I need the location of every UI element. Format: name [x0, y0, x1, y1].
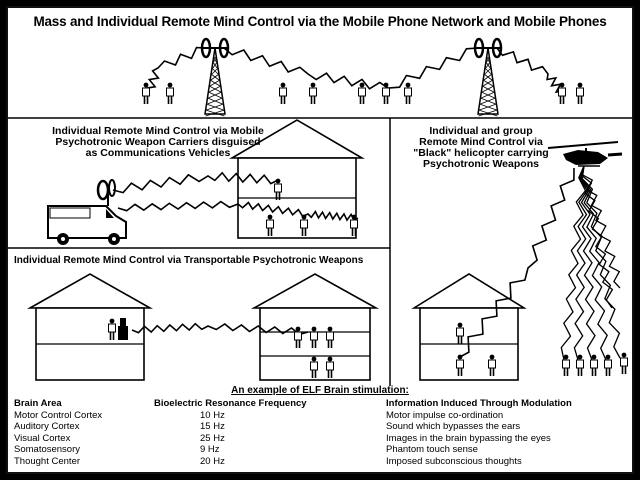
signal-wave: [117, 200, 359, 222]
information-cell: Phantom touch sense: [386, 444, 478, 456]
information-cell: Images in the brain bypassing the eyes: [386, 432, 551, 444]
person-figure: [382, 82, 390, 104]
person-figure: [604, 354, 612, 376]
person-figure: [576, 354, 584, 376]
transportable-caption: Individual Remote Mind Control via Trans…: [14, 255, 364, 266]
signal-wave: [496, 47, 566, 97]
signal-wave: [573, 165, 588, 361]
van: [47, 179, 127, 245]
person-figure: [404, 82, 412, 104]
page-title: Mass and Individual Remote Mind Control …: [33, 14, 607, 29]
helicopter-caption-line: "Black" helicopter carrying: [413, 147, 549, 160]
signal-wave: [579, 165, 596, 361]
person-figure: [294, 326, 302, 348]
frequency-cell: 15 Hz: [200, 421, 225, 433]
frequency-column: Bioelectric Resonance Frequency 10 Hz 15…: [154, 398, 307, 468]
frequency-cell: 9 Hz: [200, 444, 220, 456]
signal-wave: [581, 165, 621, 289]
person-figure: [142, 82, 150, 104]
person-figure: [456, 322, 464, 344]
person-figure: [326, 356, 334, 378]
brain-area-cell: Somatosensory: [14, 444, 81, 456]
brain-area-header: Brain Area: [14, 398, 62, 409]
person-figure: [562, 354, 570, 376]
panel-dividers: [8, 117, 632, 386]
brain-area-column: Brain Area Motor Control Cortex Auditory…: [14, 398, 102, 468]
helicopter-caption-line: Remote Mind Control via: [419, 136, 543, 149]
signal-wave: [223, 47, 479, 90]
frequency-header: Bioelectric Resonance Frequency: [154, 398, 307, 409]
person-figure: [358, 82, 366, 104]
house-icon: [26, 273, 154, 381]
person-figure: [300, 214, 308, 236]
helicopter-caption-line: Individual and group: [429, 125, 533, 137]
brain-area-cell: Auditory Cortex: [14, 421, 80, 433]
vehicle-caption: Individual Remote Mind Control via Mobil…: [18, 125, 298, 160]
house-icon: [411, 273, 527, 381]
helicopter-icon: [547, 141, 623, 167]
information-cell: Motor impulse co-ordination: [386, 409, 504, 421]
information-cell: Sound which bypasses the ears: [386, 421, 521, 433]
frequency-cell: 10 Hz: [200, 409, 225, 421]
person-figure: [590, 354, 598, 376]
information-cell: Imposed subconscious thoughts: [386, 455, 522, 467]
person-figure: [309, 82, 317, 104]
van-dish-icon: [96, 179, 110, 201]
signal-wave: [112, 171, 279, 194]
person-figure: [456, 354, 464, 376]
vehicle-caption-line: Psychotronic Weapon Carriers disguised: [55, 136, 261, 149]
person-figure: [274, 178, 282, 200]
tower-group: [200, 37, 503, 117]
information-column: Information Induced Through Modulation M…: [386, 398, 572, 468]
house-icon: [250, 273, 380, 381]
person-figure: [266, 214, 274, 236]
person-figure: [620, 352, 628, 374]
person-figure: [488, 354, 496, 376]
person-figure: [279, 82, 287, 104]
brain-area-cell: Visual Cortex: [14, 432, 71, 444]
person-figure: [576, 82, 584, 104]
house-group: [26, 119, 527, 381]
brain-area-cell: Thought Center: [14, 455, 81, 467]
helicopter-caption-line: Psychotronic Weapons: [423, 158, 539, 171]
signal-wave: [581, 165, 621, 359]
signal-wave: [131, 322, 309, 336]
person-figure: [108, 318, 116, 340]
person-figure: [166, 82, 174, 104]
antenna-tower-icon: [473, 37, 503, 117]
person-figure: [310, 326, 318, 348]
transmitter-box: [118, 318, 128, 340]
person-figure: [310, 356, 318, 378]
signal-wave: [560, 165, 587, 361]
vehicle-caption-line: Individual Remote Mind Control via Mobil…: [52, 125, 264, 137]
signal-wave: [144, 46, 207, 95]
signal-wave-group: [112, 46, 621, 361]
person-figure: [326, 326, 334, 348]
person-group: [108, 82, 628, 378]
frequency-cell: 25 Hz: [200, 432, 225, 444]
helicopter-caption: Individual and group Remote Mind Control…: [396, 125, 566, 171]
frequency-cell: 20 Hz: [200, 455, 225, 467]
brain-area-cell: Motor Control Cortex: [14, 409, 103, 421]
signal-wave: [580, 165, 608, 361]
person-figure: [558, 82, 566, 104]
antenna-tower-icon: [200, 37, 230, 117]
vehicle-caption-line: as Communications Vehicles: [85, 147, 231, 160]
signal-wave: [457, 167, 575, 359]
house-icon: [229, 119, 365, 239]
person-figure: [350, 214, 358, 236]
information-header: Information Induced Through Modulation: [386, 398, 572, 409]
diagram-illustration: [8, 37, 632, 386]
elf-table-title: An example of ELF Brain stimulation:: [231, 385, 409, 396]
diagram-frame: Mass and Individual Remote Mind Control …: [6, 6, 634, 474]
